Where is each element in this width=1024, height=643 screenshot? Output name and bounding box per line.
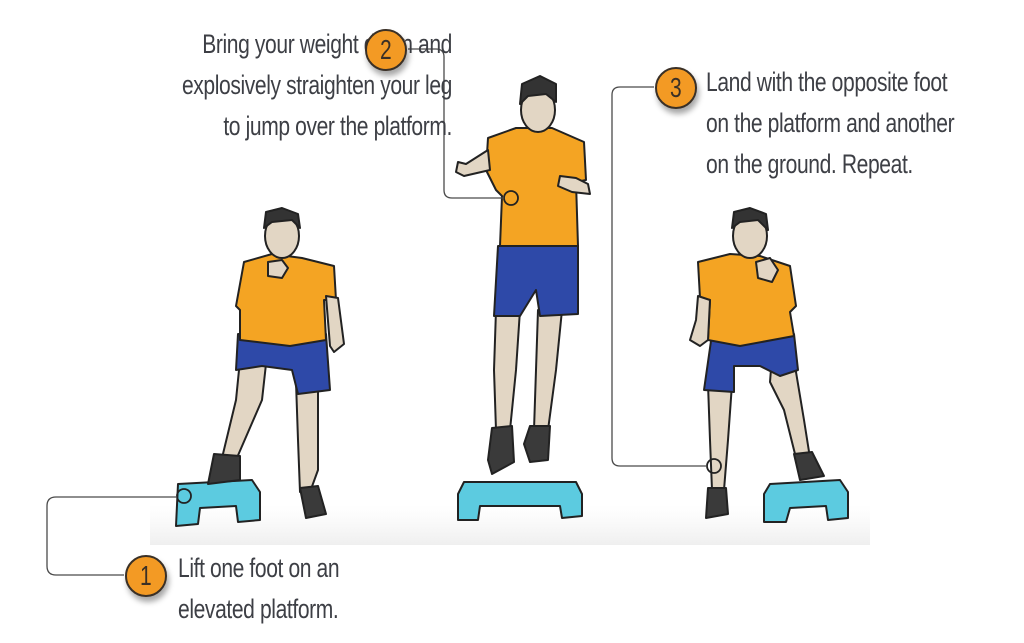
caption-line: to jump over the platform. <box>223 111 452 141</box>
figure-step-2 <box>455 75 591 521</box>
step-1-badge: 1 <box>125 555 167 597</box>
caption-line: Bring your weight down and <box>202 29 452 59</box>
caption-line: elevated platform. <box>178 594 339 624</box>
platform-1 <box>175 479 261 527</box>
connector-line-1 <box>46 496 177 576</box>
caption-line: Land with the opposite foot <box>706 67 948 97</box>
step-3-caption: Land with the opposite foot on the platf… <box>706 62 1018 185</box>
step-3-badge: 3 <box>655 67 697 109</box>
caption-line: on the platform and another <box>706 108 955 138</box>
connector-line-3 <box>611 86 707 467</box>
caption-line: Lift one foot on an <box>178 553 340 583</box>
step-2-badge: 2 <box>365 29 407 71</box>
step-2-caption: Bring your weight down and explosively s… <box>99 24 452 147</box>
platform-2 <box>457 481 583 521</box>
caption-line: explosively straighten your leg <box>181 70 453 100</box>
figure-step-1 <box>175 207 345 527</box>
step-1-caption: Lift one foot on an elevated platform. <box>178 548 412 630</box>
platform-3 <box>763 479 849 523</box>
caption-line: on the ground. Repeat. <box>706 149 913 179</box>
connector-line-2 <box>408 48 504 199</box>
figure-step-3 <box>689 207 849 523</box>
floor-shadow <box>150 505 870 545</box>
pointer-ring-1 <box>176 488 192 504</box>
